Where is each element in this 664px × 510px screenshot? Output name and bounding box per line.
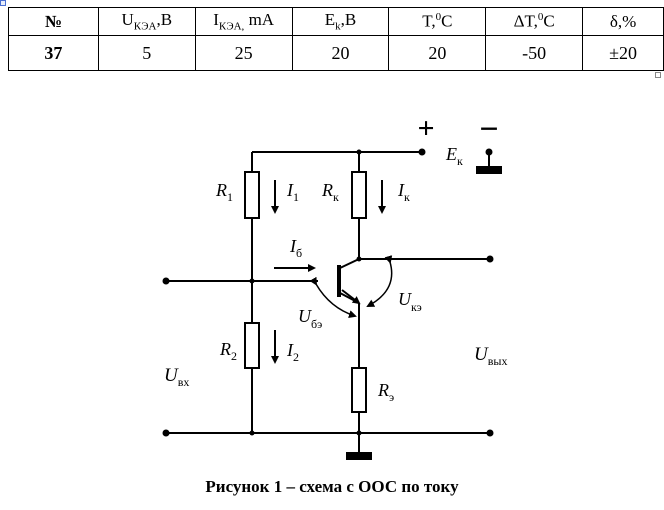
label-r1: R1: [215, 180, 233, 204]
resistor-r1-icon: [244, 171, 260, 219]
table-row: 37 5 25 20 20 -50 ±20: [8, 35, 664, 71]
transistor-base-icon: [337, 265, 341, 297]
header-ek: Ek,B: [291, 7, 390, 36]
ground-icon: [346, 452, 372, 460]
ube-arc-icon: [309, 276, 357, 318]
cell-temperature: 20: [388, 35, 487, 71]
label-uout: Uвых: [474, 344, 507, 368]
cell-number: 37: [8, 35, 99, 71]
cell-uce: 5: [97, 35, 196, 71]
label-ik: Iк: [397, 180, 410, 204]
plus-sign: +: [417, 112, 434, 145]
label-ek: Eк: [445, 144, 463, 168]
circuit-diagram: + − Eк R1 I1 Rк Iк Iб Uбэ Uкэ R2 I2 Rэ U…: [162, 111, 507, 460]
header-number: №: [8, 7, 99, 36]
label-ib: Iб: [289, 236, 302, 260]
parameters-table: № UКЭА,B IКЭА, mA Ek,B T,0C ΔT,0C δ,% 37…: [8, 7, 664, 71]
label-rk: Rк: [321, 180, 339, 204]
label-uin: Uвх: [164, 365, 189, 389]
label-r2: R2: [219, 339, 237, 363]
table-header-row: № UКЭА,B IКЭА, mA Ek,B T,0C ΔT,0C δ,%: [8, 7, 664, 36]
label-i2: I2: [286, 340, 299, 364]
terminals: [162, 148, 494, 437]
supply-ground-icon: [476, 166, 502, 174]
figure-caption: Рисунок 1 – схема с ООС по току: [205, 477, 459, 496]
minus-sign: −: [479, 111, 498, 148]
cell-tolerance: ±20: [582, 35, 664, 71]
cell-ek: 20: [291, 35, 390, 71]
table-move-handle[interactable]: [0, 0, 6, 6]
resistor-re-icon: [351, 367, 367, 413]
resistor-r2-icon: [244, 322, 260, 369]
label-ube: Uбэ: [298, 306, 322, 331]
cell-ic: 25: [194, 35, 293, 71]
cell-delta-temperature: -50: [485, 35, 584, 71]
label-re: Rэ: [377, 380, 394, 404]
label-i1: I1: [286, 180, 299, 204]
label-uke: Uкэ: [398, 289, 422, 314]
header-uce: UКЭА,B: [97, 7, 196, 36]
uke-arc-icon: [366, 255, 393, 307]
table-resize-handle[interactable]: [655, 72, 661, 78]
resistor-rk-icon: [351, 171, 367, 219]
